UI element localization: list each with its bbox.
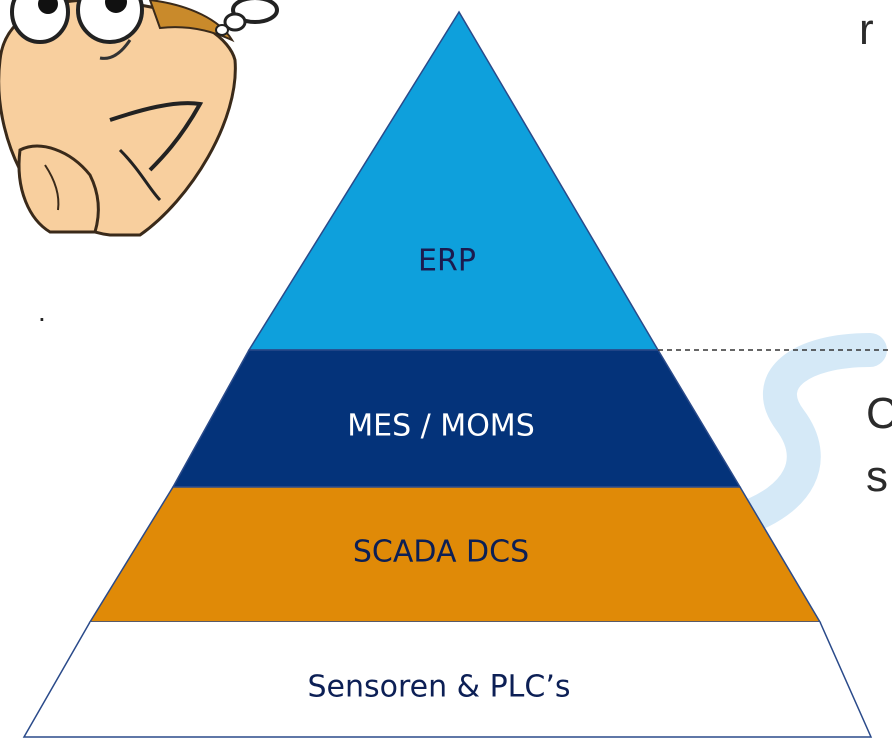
thought-bubble-small [223, 12, 247, 32]
label-sensoren-plcs: Sensoren & PLC’s [307, 670, 570, 705]
stray-dot: . [38, 296, 46, 327]
side-text-fragment-r: r [859, 5, 874, 54]
pyramid-layer-erp [247, 10, 660, 351]
label-mes-moms: MES / MOMS [347, 409, 535, 444]
label-erp: ERP [418, 244, 476, 279]
character-mouth [109, 101, 204, 172]
thought-bubble-tiny [215, 24, 229, 36]
thinking-character-illustration [0, 0, 279, 237]
watermark-swirl [723, 333, 887, 537]
side-text-fragment-s: s [866, 452, 888, 501]
side-text-fragment-c: C [866, 389, 892, 438]
pyramid-base-outline [22, 621, 873, 738]
pyramid-layer-sensors [0, 622, 892, 754]
character-hand [17, 144, 100, 234]
label-scada-dcs: SCADA DCS [353, 535, 529, 570]
character-right-eye [76, 0, 144, 44]
character-hair [148, 0, 235, 43]
